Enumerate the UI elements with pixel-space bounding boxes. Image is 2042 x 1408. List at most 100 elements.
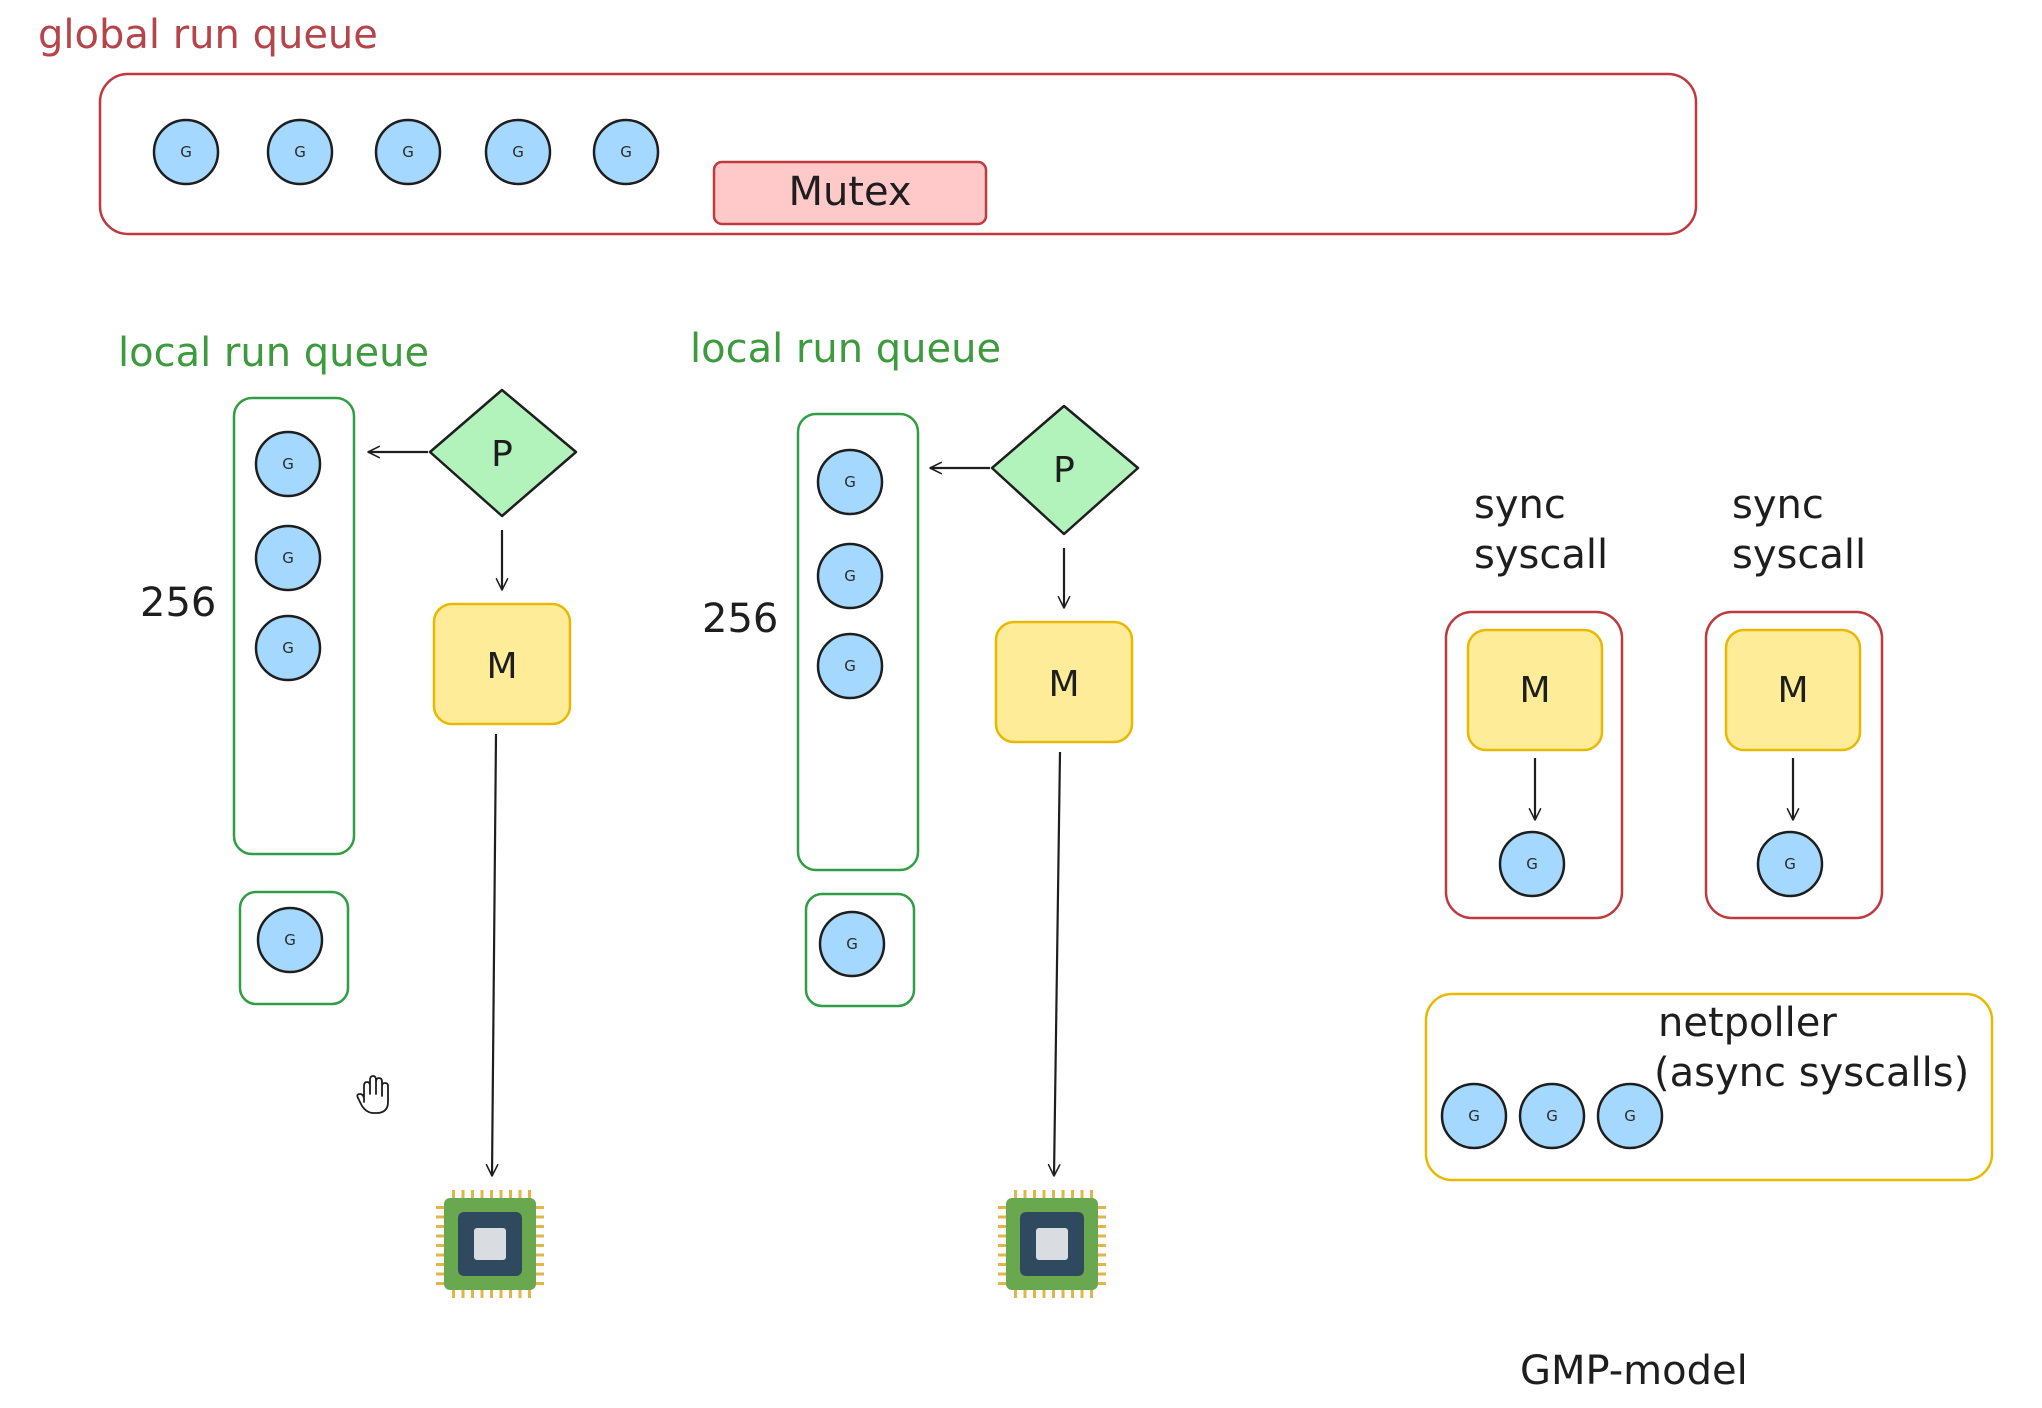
goroutine-label: G	[844, 657, 856, 675]
cpu-pin	[499, 1288, 503, 1298]
cpu-pin	[534, 1215, 544, 1219]
cpu-pin	[1023, 1190, 1027, 1200]
goroutine-label: G	[620, 143, 632, 161]
cpu-pin	[1096, 1215, 1106, 1219]
runnext-slot-1	[238, 890, 350, 1006]
cpu-pin	[1052, 1288, 1055, 1298]
goroutine-label: G	[1468, 1107, 1480, 1125]
local-run-queue-label-1: local run queue	[118, 330, 429, 376]
local-goroutine-2-3: G	[816, 632, 884, 700]
cpu-pin	[534, 1282, 544, 1285]
runnext-goroutine-1: G	[256, 906, 324, 974]
sync-syscall-box-2	[1704, 610, 1884, 920]
cpu-pin	[998, 1263, 1008, 1266]
cpu-pin	[534, 1272, 544, 1276]
netpoller-async-label: (async syscalls)	[1654, 1050, 1969, 1096]
cpu-pin	[534, 1244, 544, 1247]
gmp-model-title: GMP-model	[1520, 1348, 1748, 1394]
mutex-label: Mutex	[788, 169, 911, 215]
machine-thread-m-1	[432, 602, 572, 726]
cpu-pin	[436, 1272, 446, 1276]
cpu-pin	[509, 1288, 512, 1298]
m-to-cpu-arrow-1	[485, 733, 499, 1177]
goroutine-label: G	[294, 143, 306, 161]
cpu-pin	[452, 1288, 455, 1298]
global-goroutine-3: G	[374, 118, 442, 186]
cpu-pin	[528, 1190, 531, 1200]
m-to-cpu-arrow-2	[1047, 751, 1062, 1177]
local-queue-goroutines-2: GGG	[816, 448, 884, 700]
syscall-goroutines-1: G	[1498, 830, 1566, 898]
goroutine-label: G	[282, 455, 294, 473]
processor-p-label-1: P	[491, 434, 513, 475]
cpu-pin	[436, 1225, 446, 1228]
queue-capacity-label-1: 256	[140, 580, 216, 626]
cpu-pin	[518, 1288, 522, 1298]
cpu-pin	[490, 1288, 493, 1298]
goroutine-label: G	[180, 143, 192, 161]
cpu-pin	[534, 1253, 544, 1257]
cpu-pin	[534, 1263, 544, 1266]
cpu-pin	[480, 1288, 484, 1298]
cpu-core	[1036, 1228, 1068, 1260]
cpu-pin	[509, 1190, 512, 1200]
cpu-pin	[461, 1288, 465, 1298]
processor-p-2	[990, 404, 1140, 536]
cpu-pin	[998, 1272, 1008, 1276]
goroutine-circle	[484, 118, 552, 186]
goroutine-label: G	[844, 473, 856, 491]
local-run-queue-label-2: local run queue	[690, 326, 1001, 372]
cpu-pin	[1033, 1288, 1036, 1298]
processor-p-label-2: P	[1053, 450, 1075, 491]
cpu-pin	[1096, 1244, 1106, 1247]
sync-syscall-label-2-line1: sync	[1732, 482, 1824, 528]
cpu-pin	[998, 1206, 1008, 1209]
mutex-lock	[712, 160, 988, 226]
cpu-pin	[471, 1288, 474, 1298]
goroutine-circle	[1596, 1082, 1664, 1150]
goroutine-label: G	[1526, 855, 1538, 873]
global-goroutine-1: G	[152, 118, 220, 186]
goroutine-circle	[816, 632, 884, 700]
cpu-pin	[998, 1234, 1008, 1238]
goroutine-circle	[1518, 1082, 1586, 1150]
queue-capacity-label-2: 256	[702, 596, 778, 642]
syscall-machine-thread-m-label-2: M	[1777, 670, 1808, 711]
cpu-pin	[452, 1190, 455, 1200]
cpu-pin	[1096, 1263, 1106, 1266]
cpu-pin	[1023, 1288, 1027, 1298]
netpoller-goroutine-1: G	[1440, 1082, 1508, 1150]
runnext-goroutines-1: G	[256, 906, 324, 974]
syscall-goroutine-1: G	[1498, 830, 1566, 898]
local-goroutine-1-1: G	[254, 430, 322, 498]
goroutine-label: G	[282, 549, 294, 567]
machine-thread-m-2	[994, 620, 1134, 744]
local-run-queue-box-1	[232, 396, 356, 856]
goroutine-circle	[152, 118, 220, 186]
global-goroutine-2: G	[266, 118, 334, 186]
cpu-pin	[1080, 1190, 1084, 1200]
local-goroutine-2-1: G	[816, 448, 884, 516]
goroutine-label: G	[282, 639, 294, 657]
syscall-goroutines-2: G	[1756, 830, 1824, 898]
cpu-pin	[998, 1215, 1008, 1219]
global-run-queue-box	[98, 72, 1698, 236]
cpu-pin	[499, 1190, 503, 1200]
sync-syscall-label-1-line1: sync	[1474, 482, 1566, 528]
machine-thread-m-label-2: M	[1048, 664, 1079, 705]
goroutine-circle	[816, 542, 884, 610]
runnext-goroutines-2: G	[818, 910, 886, 978]
goroutine-circle	[1440, 1082, 1508, 1150]
cpu-pin	[436, 1234, 446, 1238]
cpu-chip-icon	[436, 1190, 544, 1298]
goroutine-circle	[266, 118, 334, 186]
cpu-pin	[1052, 1190, 1055, 1200]
cpu-pin	[1042, 1288, 1046, 1298]
local-goroutine-1-3: G	[254, 614, 322, 682]
netpoller-label: netpoller	[1658, 1000, 1837, 1046]
local-run-queue-box-2	[796, 412, 920, 872]
goroutine-label: G	[1546, 1107, 1558, 1125]
runnext-goroutine-2: G	[818, 910, 886, 978]
